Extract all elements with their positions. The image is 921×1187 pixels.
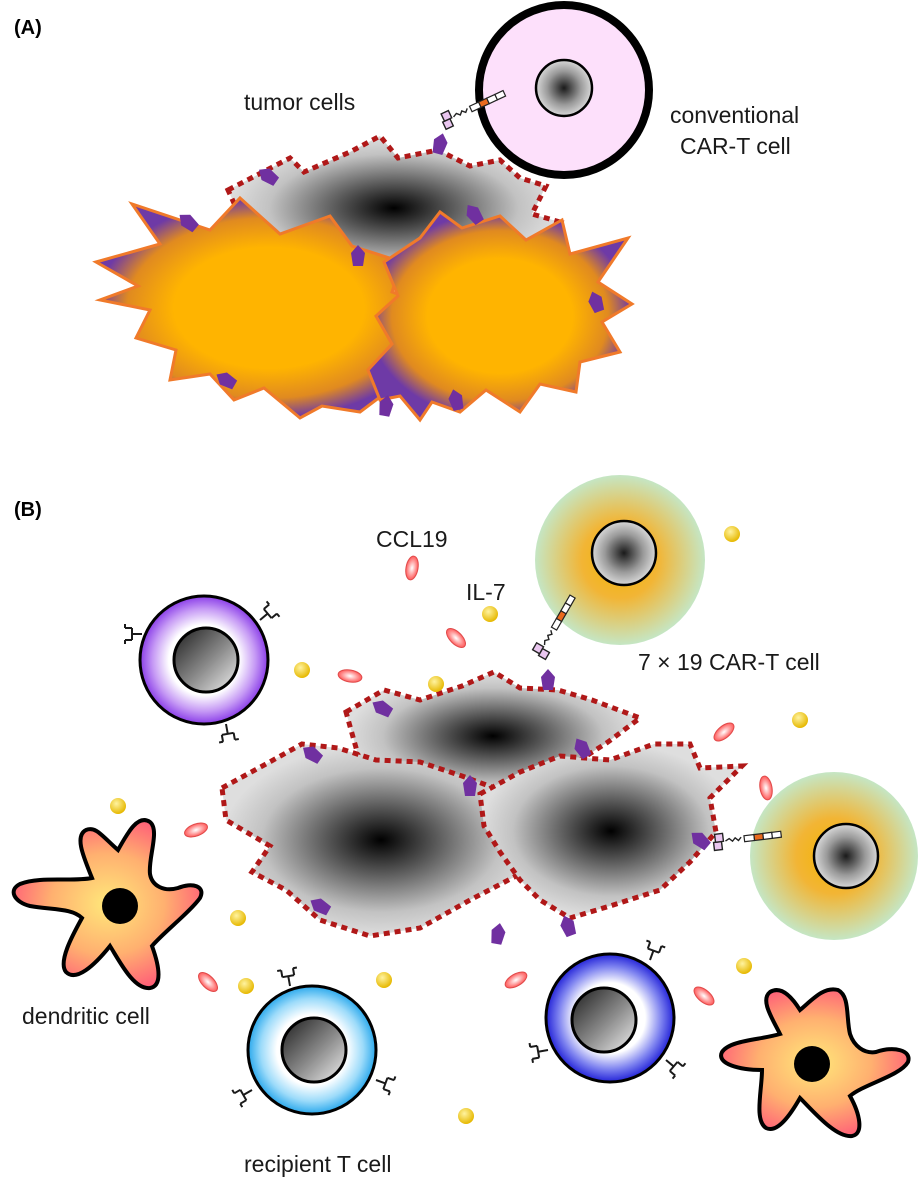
ccl19-ellipse xyxy=(693,986,715,1006)
il7-dot xyxy=(736,958,752,974)
panel-a-label: (A) xyxy=(14,17,42,39)
receptor-marker xyxy=(276,966,301,989)
dendritic-cell-right xyxy=(719,987,911,1139)
recipient-t-cell-blue xyxy=(231,966,397,1116)
il7-dot xyxy=(110,798,126,814)
caption-il7: IL-7 xyxy=(466,579,506,605)
caption-dendritic-cell: dendritic cell xyxy=(22,1003,150,1029)
antigen-marker xyxy=(430,131,450,156)
caption-car-t-cell: CAR-T cell xyxy=(680,133,791,159)
car-t-7x19-right xyxy=(750,772,918,940)
receptor-marker xyxy=(639,939,667,965)
tumor-cell-orange-right xyxy=(366,209,635,423)
panel-b-label: (B) xyxy=(14,499,42,521)
receptor-marker xyxy=(528,1039,551,1064)
il7-dot xyxy=(294,662,310,678)
il7-dot xyxy=(482,606,498,622)
receptor-marker xyxy=(215,721,240,744)
il7-dot xyxy=(376,972,392,988)
caption-tumor-cells: tumor cells xyxy=(244,89,355,115)
receptor-marker xyxy=(231,1080,258,1109)
il7-dot xyxy=(230,910,246,926)
il7-dot xyxy=(458,1108,474,1124)
ccl19-ellipse xyxy=(713,722,735,742)
ccl19-chemokines xyxy=(184,555,773,1006)
antigen-marker xyxy=(541,669,555,690)
ccl19-ellipse xyxy=(504,971,528,989)
recipient-t-cell-purple xyxy=(124,594,281,744)
car-t-7x19-top xyxy=(535,475,705,645)
il7-dot xyxy=(428,676,444,692)
caption-ccl19: CCL19 xyxy=(376,526,448,552)
tumor-cell-dead-b3 xyxy=(477,741,749,921)
caption-7x19-car-t: 7 × 19 CAR-T cell xyxy=(638,649,820,675)
caption-conventional: conventional xyxy=(670,102,799,128)
conventional-car-t-cell xyxy=(475,1,653,179)
recipient-t-cell-darkblue xyxy=(528,939,687,1084)
ccl19-ellipse xyxy=(446,628,466,648)
receptor-marker xyxy=(124,623,143,645)
dendritic-cell-left xyxy=(11,818,204,991)
caption-recipient-t-cell: recipient T cell xyxy=(244,1151,391,1177)
il7-dot xyxy=(238,978,254,994)
ccl19-ellipse xyxy=(198,972,218,992)
receptor-marker xyxy=(658,1051,687,1080)
ccl19-ellipse xyxy=(759,775,773,801)
il7-dot xyxy=(792,712,808,728)
receptor-marker xyxy=(371,1069,397,1097)
ccl19-ellipse xyxy=(337,669,363,683)
ccl19-ellipse xyxy=(405,555,419,581)
antigen-marker xyxy=(489,921,507,946)
ccl19-ellipse xyxy=(184,822,208,838)
il7-cytokines xyxy=(110,526,808,1124)
il7-dot xyxy=(724,526,740,542)
